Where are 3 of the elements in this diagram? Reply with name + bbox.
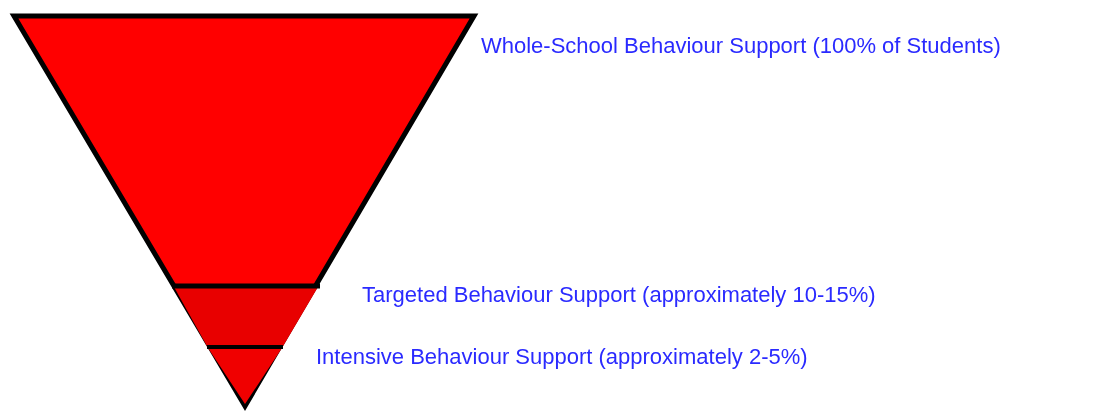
tier-label: Intensive Behaviour Support (approximately 2-5%) [316,343,808,371]
tier-label: Whole-School Behaviour Support (100% of Students) [481,32,1001,60]
tier-label: Targeted Behaviour Support (approximately 10-15%) [362,281,876,309]
